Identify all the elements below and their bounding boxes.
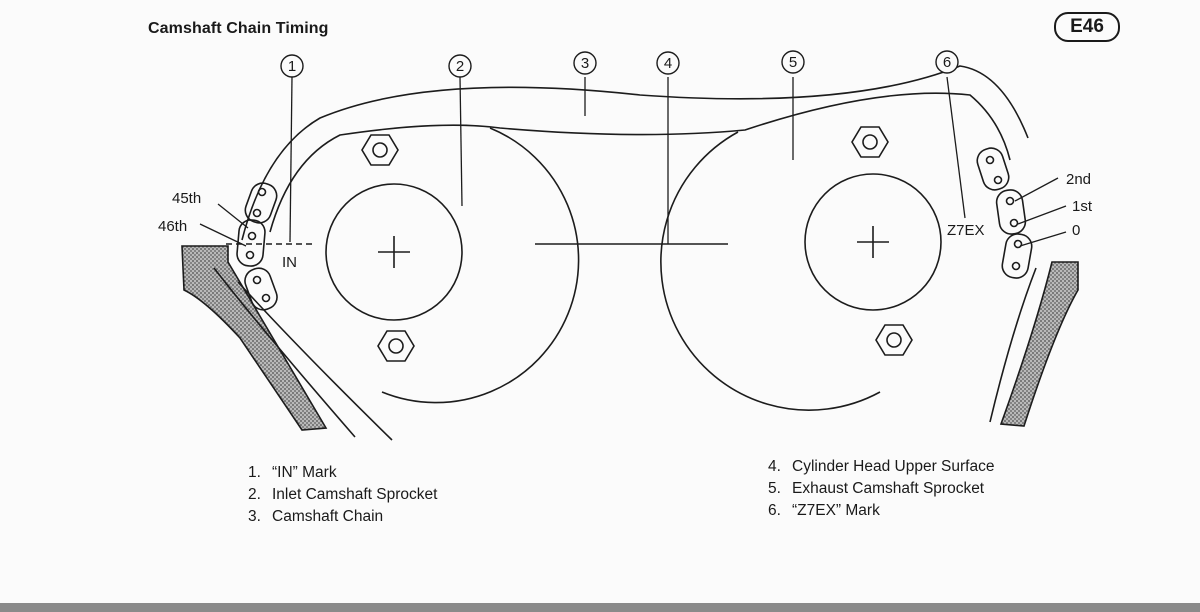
callout-6: 6 (943, 54, 951, 71)
chain-guide-right (989, 267, 1037, 423)
callout-5-circle (781, 50, 805, 74)
label-in-mark: IN (282, 254, 297, 271)
page-title: Camshaft Chain Timing (148, 20, 329, 37)
chain-link-right-1 (976, 147, 1010, 191)
callout-4: 4 (664, 55, 672, 72)
bolt-exhaust-bottom (875, 324, 913, 356)
callout-6-circle (935, 50, 959, 74)
chain-link-right-3 (1001, 233, 1033, 279)
legend-item-5: 5.Exhaust Camshaft Sprocket (768, 480, 985, 497)
chain-link-left-3 (244, 267, 278, 311)
legend-item-3: 3.Camshaft Chain (248, 508, 384, 525)
legend-item-1: 1.“IN” Mark (248, 464, 337, 481)
legend-left: 1.“IN” Mark 2.Inlet Camshaft Sprocket 3.… (248, 462, 437, 528)
exhaust-camshaft-circle (804, 173, 942, 311)
chain-link-right-2 (995, 189, 1027, 235)
legend-item-6: 6.“Z7EX” Mark (768, 502, 880, 519)
legend-item-4: 4.Cylinder Head Upper Surface (768, 458, 995, 475)
bolt-exhaust-top (851, 126, 889, 158)
callout-5: 5 (789, 54, 797, 71)
chain-guide-left (213, 267, 356, 438)
camshaft-chain-inner (269, 92, 1011, 233)
label-0: 0 (1072, 222, 1080, 239)
callout-3: 3 (581, 55, 589, 72)
bolt-inlet-top (361, 134, 399, 166)
callout-4-circle (656, 51, 680, 75)
exhaust-sprocket-outline (660, 131, 881, 411)
label-2nd: 2nd (1066, 171, 1091, 188)
inlet-camshaft-circle (325, 183, 463, 321)
callout-1-circle (280, 54, 304, 78)
label-z7ex-mark: Z7EX (947, 222, 985, 239)
cylinder-head-wall-left (181, 245, 328, 431)
legend-right: 4.Cylinder Head Upper Surface 5.Exhaust … (768, 456, 994, 522)
callout-3-circle (573, 51, 597, 75)
legend-item-2: 2.Inlet Camshaft Sprocket (248, 486, 438, 503)
chain-link-left-1 (244, 182, 278, 224)
callout-1: 1 (288, 58, 296, 75)
callout-2: 2 (456, 58, 464, 75)
chain-guide-left-inner (237, 281, 393, 441)
inlet-sprocket-outline (381, 127, 580, 404)
label-1st: 1st (1072, 198, 1093, 215)
callout-2-circle (448, 54, 472, 78)
page-code-badge: E46 (1054, 12, 1120, 42)
bottom-scroll-strip (0, 603, 1200, 612)
label-45th: 45th (172, 190, 201, 207)
camshaft-chain (241, 65, 1029, 241)
bolt-inlet-bottom (377, 330, 415, 362)
cylinder-head-wall-right (999, 261, 1079, 427)
label-46th: 46th (158, 218, 187, 235)
